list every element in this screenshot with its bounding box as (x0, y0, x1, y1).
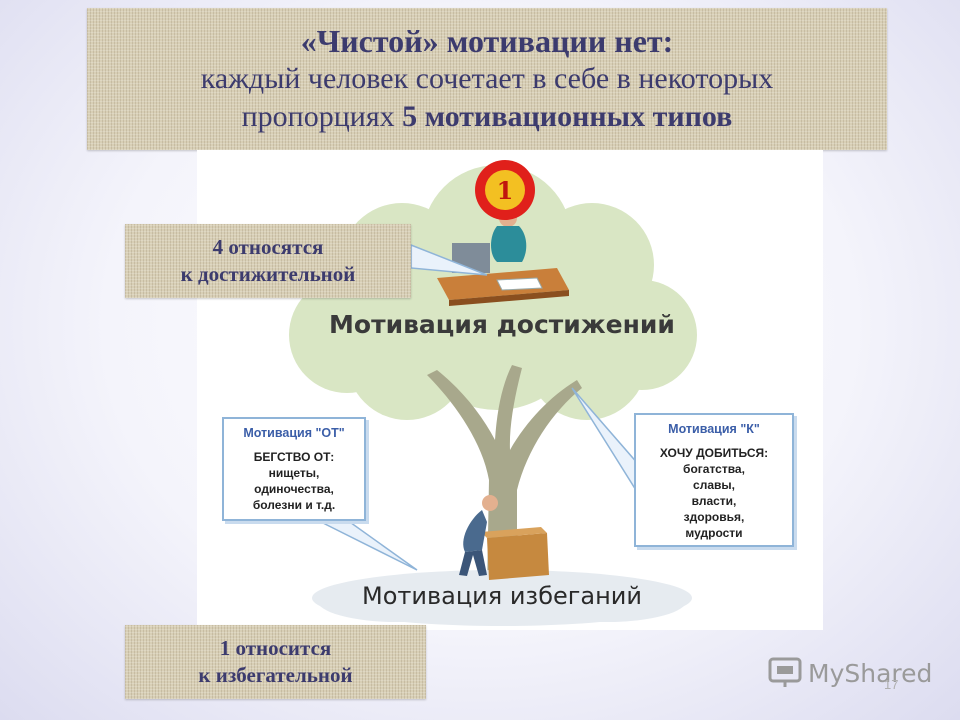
callout-motivation-to: Мотивация "К" ХОЧУ ДОБИТЬСЯ: богатства, … (634, 413, 794, 547)
note-bottom-line1: 1 относится (219, 636, 332, 660)
page-number: 17 (884, 677, 899, 692)
note-achievement-count: 4 относятся к достижительной (125, 224, 411, 298)
title-subtitle-plain: пропорциях (241, 100, 395, 133)
myshared-watermark: MyShared (768, 655, 932, 695)
ground-cloud (312, 570, 692, 626)
callout-k-line: мудрости (685, 526, 743, 540)
callout-ot-line: болезни и т.д. (252, 498, 336, 512)
callout-k-line: славы, (693, 478, 735, 492)
callout-ot-line: нищеты, (268, 466, 320, 480)
callout-ot-line: БЕГСТВО ОТ: (253, 450, 335, 464)
pointer-note-top (410, 243, 488, 276)
avoider-scene (459, 495, 549, 580)
motivation-tree-illustration: 1 Мотивация достижений Мотивация избеган… (197, 150, 823, 630)
callout-ot-title: Мотивация "ОТ" (243, 426, 345, 440)
presentation-icon (768, 657, 802, 687)
note-bottom-line2: к избегательной (198, 663, 353, 687)
medal-icon: 1 (475, 160, 535, 220)
note-avoidance-count: 1 относится к избегательной (125, 625, 426, 699)
achievement-motivation-label: Мотивация достижений (329, 310, 675, 339)
title-subtitle-line2: пропорциях 5 мотивационных типов (87, 98, 887, 136)
callout-k-line: здоровья, (683, 510, 745, 524)
tree-trunk (427, 365, 582, 590)
callout-motivation-from: Мотивация "ОТ" БЕГСТВО ОТ: нищеты, одино… (222, 417, 366, 521)
title-subtitle-bold: 5 мотивационных типов (402, 100, 733, 133)
callout-k-title: Мотивация "К" (668, 422, 760, 436)
title-subtitle-line1: каждый человек сочетает в себе в некотор… (200, 62, 774, 95)
callout-k-line: ХОЧУ ДОБИТЬСЯ: (659, 446, 769, 460)
pointer-ot (316, 519, 418, 571)
callout-k-line: власти, (691, 494, 737, 508)
callout-k-line: богатства, (683, 462, 745, 476)
note-top-line1: 4 относятся (212, 235, 324, 259)
title-banner: «Чистой» мотивации нет: каждый человек с… (87, 8, 887, 150)
title-heading: «Чистой» мотивации нет: (300, 23, 674, 59)
note-top-line2: к достижительной (180, 262, 356, 286)
callout-ot-line: одиночества, (254, 482, 334, 496)
medal-number: 1 (497, 176, 514, 205)
avoidance-motivation-label: Мотивация избеганий (362, 582, 642, 610)
watermark-text: MyShared (808, 659, 933, 688)
tree-drawing: 1 (289, 160, 697, 626)
